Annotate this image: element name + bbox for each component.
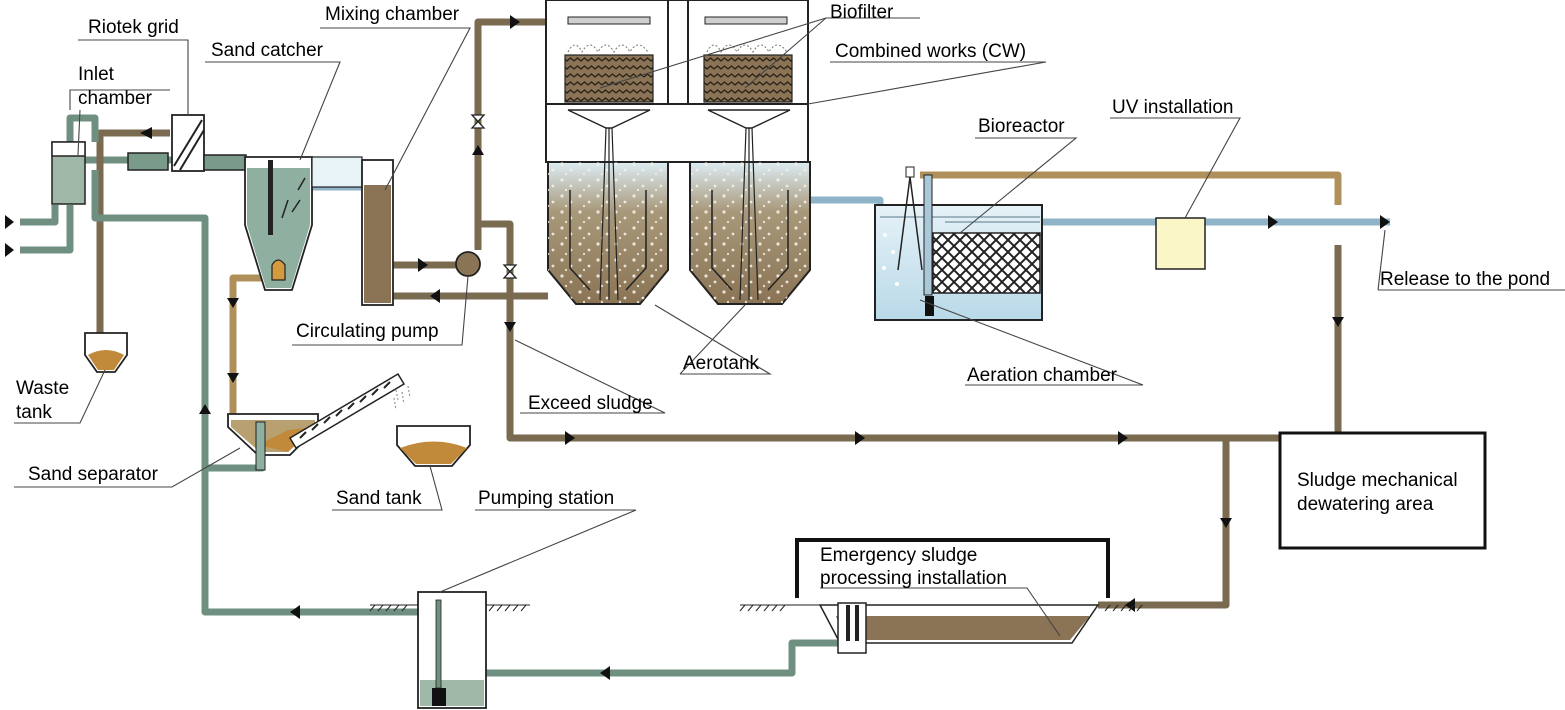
label-processing-installation: processing installation — [820, 568, 1007, 589]
aerotank-to-bioreactor-pipe — [810, 196, 884, 210]
arrow — [1220, 518, 1232, 528]
label-pumping-station: Pumping station — [478, 488, 614, 509]
label-combined-works: Combined works (CW) — [835, 41, 1026, 62]
label-circulating-pump: Circulating pump — [296, 321, 439, 342]
arrow — [430, 289, 440, 303]
waste-tank — [84, 332, 128, 373]
arrow — [199, 404, 211, 414]
label-waste-tank: tank — [16, 402, 52, 423]
emergency-installation — [739, 538, 1143, 654]
label-waste: Waste — [16, 378, 69, 399]
inlet-overflow-pipe — [66, 114, 99, 142]
sludge-dewatering-box — [1278, 431, 1487, 550]
biofilter-media-right — [703, 54, 793, 103]
arrow — [227, 373, 239, 383]
emergency-feed-pipe — [1098, 438, 1230, 609]
biofilter-media-left — [564, 54, 654, 103]
riotek-grid — [127, 114, 247, 172]
flow-arrows — [5, 15, 1390, 680]
label-sand-separator: Sand separator — [28, 464, 159, 485]
arrow — [1332, 317, 1344, 327]
label-riotek-grid: Riotek grid — [88, 17, 179, 38]
label-bioreactor: Bioreactor — [978, 116, 1065, 137]
arrow — [565, 431, 575, 445]
label-aerotank: Aerotank — [683, 353, 760, 374]
arrow — [290, 605, 300, 619]
arrow — [5, 215, 14, 229]
sand-catcher-to-separator-pipe — [229, 274, 265, 418]
arrow — [1380, 215, 1390, 229]
arrow — [418, 258, 428, 272]
arrow — [504, 322, 516, 332]
arrow — [1118, 431, 1128, 445]
label-uv-installation: UV installation — [1112, 97, 1233, 118]
mixing-chamber — [361, 159, 394, 306]
arrow — [600, 666, 610, 680]
label-sand-tank: Sand tank — [336, 488, 422, 509]
uv-installation-box — [1155, 217, 1206, 270]
pump-to-biofilter-pipe — [474, 18, 570, 250]
sand-tank — [396, 425, 471, 467]
aerotank-left — [547, 127, 669, 305]
label-inlet-chamber: chamber — [78, 88, 153, 109]
inlet-chamber — [51, 141, 86, 205]
label-exceed-sludge: Exceed sludge — [528, 393, 653, 414]
arrow — [1268, 215, 1278, 229]
label-sludge-mechanical: Sludge mechanical — [1297, 470, 1458, 491]
label-sand-catcher: Sand catcher — [211, 40, 324, 61]
label-mixing-chamber: Mixing chamber — [325, 4, 460, 25]
arrow — [510, 15, 520, 29]
arrow — [140, 127, 152, 139]
leader-lines — [14, 17, 1565, 637]
valves — [470, 114, 518, 279]
circulating-pump — [455, 251, 481, 277]
label-dewatering-area: dewatering area — [1297, 494, 1434, 515]
label-biofilter: Biofilter — [830, 2, 894, 23]
pumping-return-pipe — [91, 170, 418, 616]
labels: Riotek grid Inlet chamber Sand catcher M… — [16, 2, 1550, 589]
inlet-pipe-upper — [20, 205, 59, 226]
combined-works — [545, 0, 809, 163]
arrow — [1125, 598, 1135, 612]
sand-separator — [227, 372, 411, 471]
arrow — [227, 298, 239, 308]
bioreactor — [874, 166, 1043, 321]
label-emergency-sludge: Emergency sludge — [820, 545, 977, 566]
air-line-pipe — [920, 171, 1342, 205]
arrow — [472, 145, 484, 155]
label-aeration-chamber: Aeration chamber — [967, 365, 1118, 386]
aerotank-right — [689, 127, 811, 305]
pumping-station — [369, 591, 530, 709]
arrow — [5, 243, 14, 257]
emergency-to-pumping-pipe — [486, 639, 838, 677]
arrow — [855, 431, 865, 445]
sand-catcher — [244, 156, 363, 291]
inlet-pipe-lower — [20, 205, 74, 254]
label-release-to-pond: Release to the pond — [1380, 269, 1550, 290]
label-inlet: Inlet — [78, 64, 115, 85]
